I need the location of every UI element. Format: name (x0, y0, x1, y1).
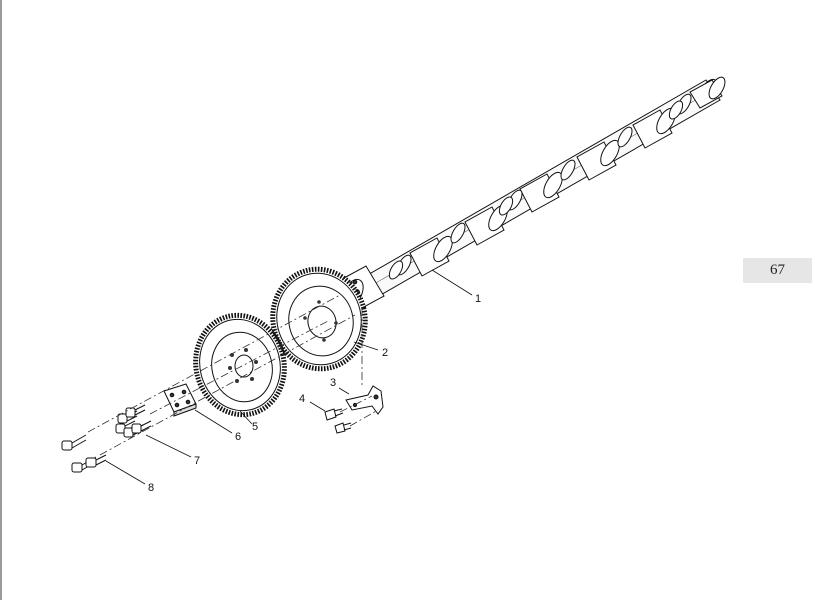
page-number-tab: 67 (743, 258, 812, 283)
callout-6: 6 (235, 431, 241, 443)
callout-5: 5 (252, 421, 258, 433)
screw (334, 422, 352, 434)
callout-8: 8 (148, 482, 154, 494)
hub-plate (163, 383, 197, 417)
page-border (0, 0, 2, 600)
camshaft-journal (409, 235, 453, 277)
screw (324, 408, 344, 421)
callout-labels: 1 2 3 4 5 6 7 8 (148, 293, 481, 494)
callout-1: 1 (475, 293, 481, 305)
camshaft-journal (689, 76, 726, 109)
camshaft-lobes (388, 93, 692, 280)
callout-7: 7 (194, 455, 200, 467)
callout-3: 3 (330, 377, 336, 389)
callout-2: 2 (382, 347, 388, 359)
screws-cluster (115, 404, 152, 438)
page-number: 67 (770, 262, 785, 278)
camshaft-journal (576, 139, 620, 181)
leader-lines (105, 269, 473, 485)
callout-4: 4 (299, 393, 305, 405)
camshaft (340, 76, 726, 310)
screws-pair (61, 434, 107, 473)
camshaft-gear (270, 266, 368, 372)
camshaft-journal (519, 171, 563, 213)
assembly-center-lines (87, 294, 379, 456)
